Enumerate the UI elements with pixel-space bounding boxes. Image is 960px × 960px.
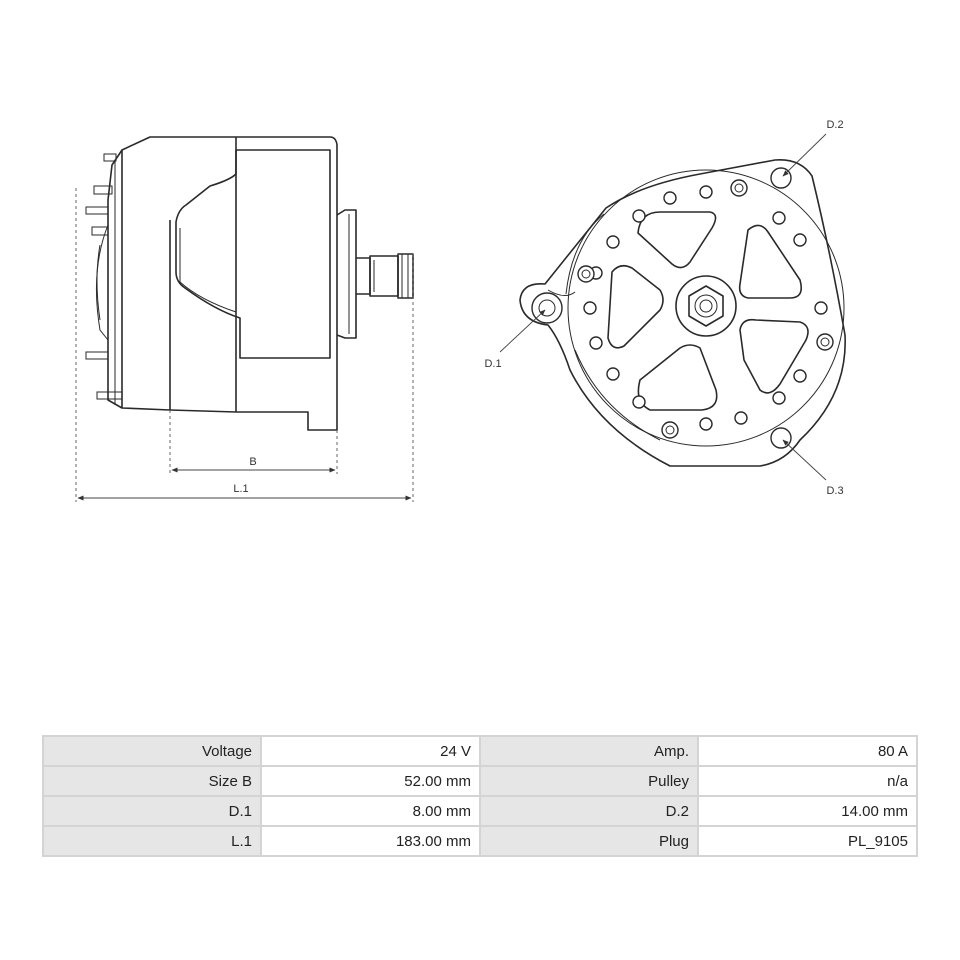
spec-label: D.1 (42, 795, 262, 827)
spec-value: 14.00 mm (697, 795, 918, 827)
dimension-d3-label: D.3 (826, 485, 843, 497)
bolt-holes (577, 167, 834, 449)
spec-label: L.1 (42, 825, 262, 857)
spec-value: 80 A (697, 735, 918, 767)
spec-value: 24 V (260, 735, 481, 767)
spec-value: 8.00 mm (260, 795, 481, 827)
dimension-d1-label: D.1 (484, 358, 501, 370)
spec-value: PL_9105 (697, 825, 918, 857)
spec-label: D.2 (479, 795, 699, 827)
spec-value: n/a (697, 765, 918, 797)
spec-label: Size B (42, 765, 262, 797)
dimension-b-label: B (249, 456, 256, 468)
spec-value: 183.00 mm (260, 825, 481, 857)
spec-value: 52.00 mm (260, 765, 481, 797)
dimension-l1-label: L.1 (233, 483, 248, 495)
side-view: B L.1 (75, 136, 414, 502)
spec-label: Pulley (479, 765, 699, 797)
spec-label: Plug (479, 825, 699, 857)
spec-label: Amp. (479, 735, 699, 767)
spec-label: Voltage (42, 735, 262, 767)
alternator-technical-drawing: B L.1 (75, 119, 846, 502)
specification-table: Voltage 24 V Amp. 80 A Size B 52.00 mm P… (42, 735, 918, 857)
table-row: Size B 52.00 mm Pulley n/a (42, 765, 918, 797)
front-view: D.2 D.3 D.1 (484, 119, 846, 497)
table-row: L.1 183.00 mm Plug PL_9105 (42, 825, 918, 857)
dimension-d2-label: D.2 (826, 119, 843, 131)
table-row: Voltage 24 V Amp. 80 A (42, 735, 918, 767)
table-row: D.1 8.00 mm D.2 14.00 mm (42, 795, 918, 827)
